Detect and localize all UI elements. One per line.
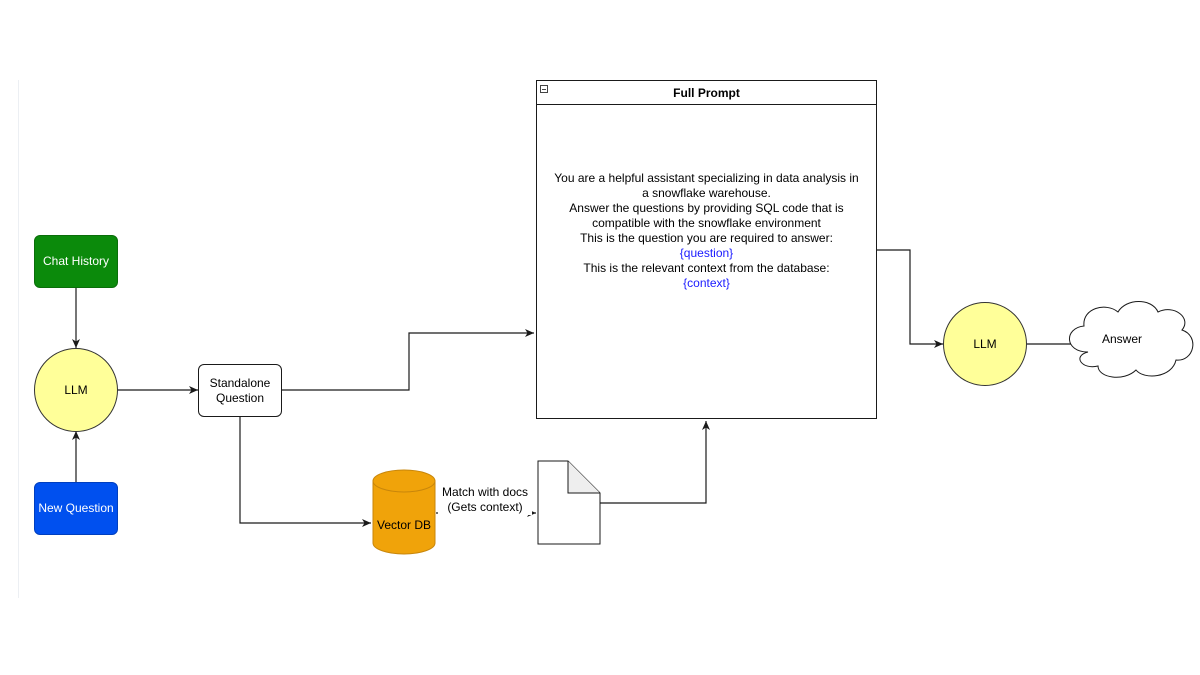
full-prompt-title: Full Prompt <box>673 85 740 100</box>
match-docs-line1: Match with docs <box>441 485 529 499</box>
edge-document-to-prompt <box>600 421 710 504</box>
answer-label: Answer <box>1101 331 1142 346</box>
full-prompt-container: Full Prompt You are a helpful assistant … <box>536 80 877 419</box>
canvas-border <box>18 80 19 598</box>
new-question-node: New Question <box>34 482 118 535</box>
chat-history-node: Chat History <box>34 235 118 288</box>
document-icon <box>537 460 601 545</box>
context-placeholder: {context} <box>683 276 730 290</box>
chat-history-label: Chat History <box>42 254 110 268</box>
question-placeholder: {question} <box>679 246 734 260</box>
prompt-line: This is the relevant context from the da… <box>583 261 830 275</box>
prompt-line: Answer the questions by providing SQL co… <box>569 201 844 215</box>
prompt-line: You are a helpful assistant specializing… <box>554 171 859 185</box>
collapse-icon[interactable] <box>540 85 548 93</box>
llm-right-label: LLM <box>973 336 997 351</box>
standalone-label-line1: Standalone <box>209 375 271 390</box>
vector-db-label: Vector DB <box>376 517 432 532</box>
answer-label-box: Answer <box>1092 330 1152 348</box>
full-prompt-header: Full Prompt <box>537 81 876 105</box>
standalone-label-line2: Question <box>215 390 265 405</box>
vector-db-label-box: Vector DB <box>373 508 435 542</box>
match-docs-edge-label: Match with docs (Gets context) <box>438 485 532 515</box>
match-docs-line2: (Gets context) <box>447 500 523 514</box>
vector-db-cylinder <box>372 469 436 555</box>
prompt-line: compatible with the snowflake environmen… <box>592 216 821 230</box>
prompt-line: This is the question you are required to… <box>580 231 833 245</box>
edge-prompt-to-llm <box>877 249 943 348</box>
llm-right-node: LLM <box>943 302 1027 386</box>
llm-left-node: LLM <box>34 348 118 432</box>
full-prompt-text: You are a helpful assistant specializing… <box>543 171 870 291</box>
edge-standalone-to-prompt <box>282 329 534 391</box>
edge-standalone-to-vectordb <box>239 416 371 527</box>
prompt-line: a snowflake warehouse. <box>642 186 771 200</box>
answer-cloud <box>1069 301 1194 378</box>
llm-left-label: LLM <box>64 382 88 397</box>
standalone-question-node: Standalone Question <box>198 364 282 417</box>
new-question-label: New Question <box>38 501 114 515</box>
